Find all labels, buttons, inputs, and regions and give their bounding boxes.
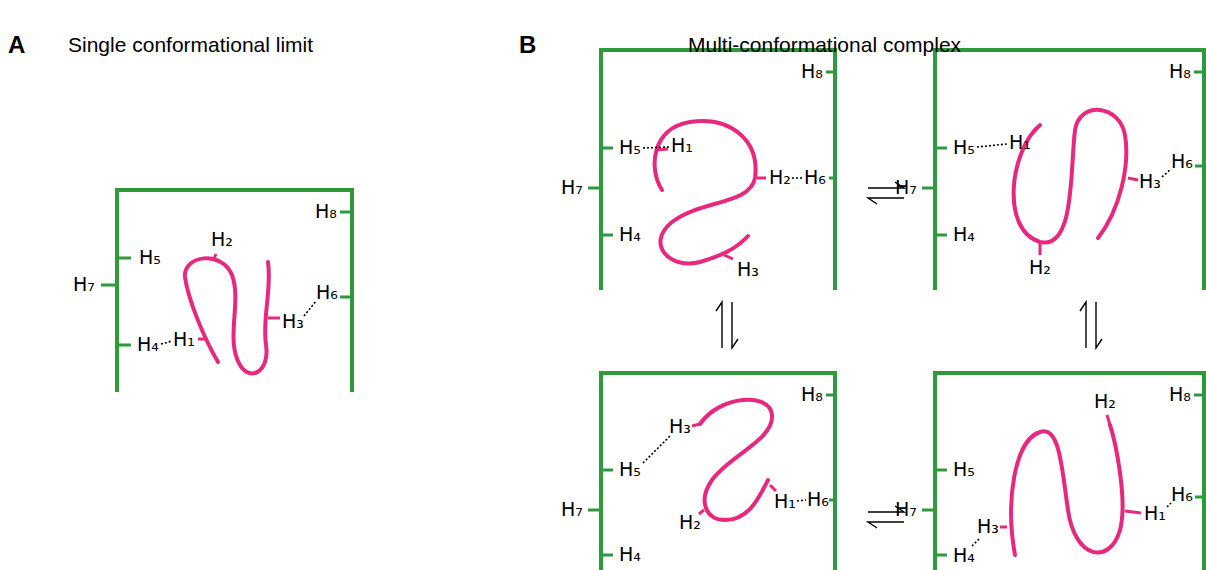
panel-title: Single conformational limit [68, 33, 313, 57]
atom-label: H₆ [316, 282, 338, 304]
panel-letter: A [8, 31, 25, 59]
atom-label: H₇ [895, 177, 917, 199]
atom-label: H₅ [953, 459, 975, 481]
atom-label: H₅ [619, 459, 641, 481]
atom-label: H₄ [953, 545, 975, 567]
atom-label: H₁ [774, 491, 796, 513]
host-cage [601, 50, 835, 290]
guest-bond [198, 125, 1141, 527]
atom-label: H₃ [282, 311, 304, 333]
atom-label: H₂ [211, 229, 233, 251]
atom-label: H₆ [804, 167, 826, 189]
atom-label: H₁ [1144, 503, 1166, 525]
contact-line [161, 144, 1171, 546]
guest-chain [185, 110, 1126, 555]
atom-label: H₂ [1029, 257, 1051, 279]
atom-label: H₃ [977, 516, 999, 538]
atom-label: H₈ [1169, 61, 1191, 83]
atom-label: H₆ [1171, 484, 1193, 506]
atom-label: H₁ [671, 135, 693, 157]
atom-label: H₄ [953, 224, 975, 246]
host-cage [935, 373, 1204, 570]
atom-label: H₈ [801, 61, 823, 83]
host-bond [101, 72, 1204, 555]
atom-label: H₇ [895, 499, 917, 521]
atom-label: H₃ [669, 416, 691, 438]
host-cage [117, 50, 1204, 570]
atom-label: H₇ [73, 274, 95, 296]
guest-chain [655, 121, 756, 263]
atom-label: H₅ [619, 137, 641, 159]
atom-label: H₁ [1009, 132, 1031, 154]
atom-label: H₇ [561, 177, 583, 199]
atom-label: H₃ [737, 259, 759, 281]
atom-label: H₂ [769, 167, 791, 189]
atom-label: H₆ [1171, 151, 1193, 173]
atom-label: H₇ [561, 499, 583, 521]
atom-label: H₄ [137, 334, 159, 356]
host-cage [935, 50, 1204, 290]
atom-label: H₃ [1139, 171, 1161, 193]
equilibrium-arrow [1080, 302, 1102, 348]
guest-chain [1011, 425, 1122, 555]
panel-letter: B [519, 31, 536, 59]
equilibrium-arrow [716, 302, 738, 348]
guest-chain [700, 400, 772, 520]
guest-chain [185, 258, 269, 373]
atom-label: H₈ [801, 384, 823, 406]
atom-label: H₂ [679, 512, 701, 534]
atom-label: H₁ [173, 329, 195, 351]
atom-label: H₈ [315, 201, 337, 223]
atom-label: H₅ [139, 247, 161, 269]
host-cage [117, 190, 352, 392]
atom-label: H₄ [619, 224, 641, 246]
atom-label: H₆ [807, 489, 829, 511]
equilibrium-arrow [716, 182, 1102, 528]
atom-label: H₄ [619, 544, 641, 566]
panel-title: Multi-conformational complex [688, 33, 961, 57]
atom-label: H₂ [1094, 391, 1116, 413]
guest-chain [1014, 110, 1127, 243]
atom-label: H₈ [1169, 384, 1191, 406]
atom-label: H₅ [953, 137, 975, 159]
host-cage [601, 373, 835, 570]
